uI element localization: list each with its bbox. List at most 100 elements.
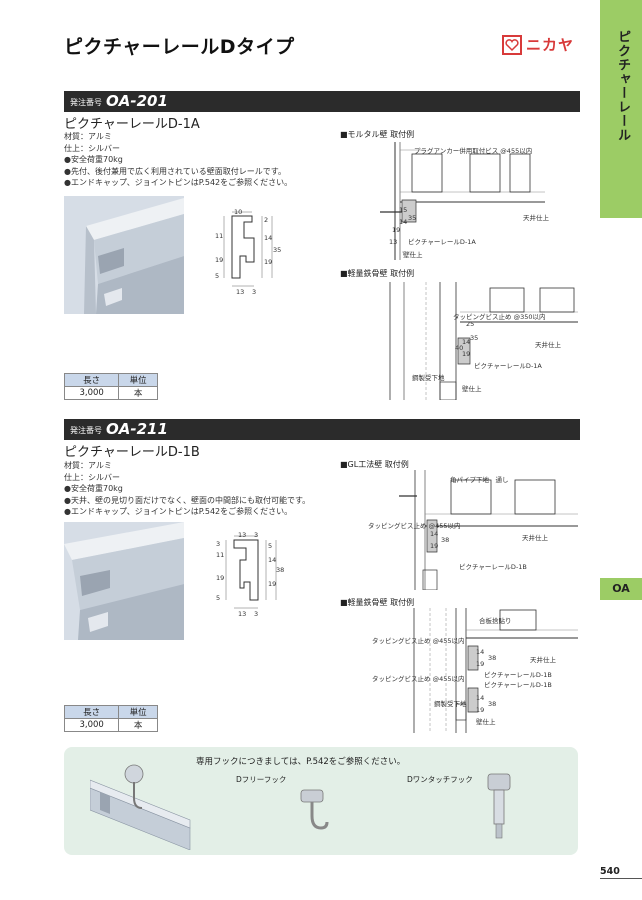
spec-line: ●安全荷重70kg [64,155,123,164]
dim-label: 38 [276,566,285,574]
brand-name: ニカヤ [526,36,575,54]
dim-label: 11 [215,232,224,240]
dim-label: 35 [273,246,282,254]
product-name: ピクチャーレールD-1A [64,117,200,132]
page-number-rule [600,878,642,879]
dim-label: 10 [234,208,243,216]
dim-label: 25 [466,320,475,328]
table-header: 単位 [118,705,158,719]
dim-label: 38 [488,700,497,708]
install-note: タッピングビス止め @455以内 [368,522,461,530]
spec-line: 材質：アルミ [64,461,112,470]
dim-label: 14 [268,556,277,564]
install-note: 角パイプ下地 通し [450,476,509,484]
dim-label: 38 [441,536,450,544]
dim-label: 14 [462,338,471,346]
dim-label: 19 [476,660,485,668]
dim-label: 3 [252,288,257,296]
dim-label: 19 [462,350,471,358]
dim-label: 19 [392,226,401,234]
install-title: ■モルタル壁 取付例 [340,130,415,139]
dim-label: 19 [216,574,225,582]
dim-label: 19 [264,258,273,266]
product-code: OA-201 [106,92,168,110]
dim-label: 40 [455,344,464,352]
dim-label: 3 [216,540,221,548]
install-note: 天井仕上 [535,341,561,349]
side-tab-oa[interactable]: OA [600,578,642,600]
spec-line: ●安全荷重70kg [64,484,123,493]
install-note: タッピングビス止め @350以内 [453,313,546,321]
install-note: 壁仕上 [403,251,423,259]
install-note: 鋼製受下地 [412,374,445,382]
hook-label-free: Dフリーフック [236,775,287,784]
product-photo [64,522,184,640]
install-note: 天井仕上 [522,534,548,542]
dim-label: 2 [264,216,269,224]
spec-line: ●エンドキャップ、ジョイントピンはP.542をご参照ください。 [64,507,293,516]
dim-label: 14 [476,694,485,702]
order-number-label: 発注番号 [70,426,102,435]
table-header: 単位 [118,373,158,387]
product-header-bar: 発注番号 OA-201 [64,91,580,112]
dim-label: 19 [430,542,439,550]
spec-line: 仕上：シルバー [64,472,120,482]
dim-label: 19 [268,580,277,588]
cross-section-drawing [223,211,273,287]
install-note: 天井仕上 [523,214,549,222]
dim-label: 14 [399,218,408,226]
spec-line: ●先付、後付兼用で広く利用されている壁面取付レールです。 [64,166,286,176]
product-name: ピクチャーレールD-1B [64,445,200,460]
one-touch-hook-icon [487,773,511,839]
dim-label: 5 [216,594,221,602]
install-note: ピクチャーレールD-1B [459,563,527,571]
dim-label: 13 [236,288,245,296]
install-diagram-gl [399,470,578,590]
dim-label: 14 [430,530,439,538]
install-note: 鋼製受下地 [434,700,467,708]
dim-label: 3 [254,531,259,539]
table-header: 長さ [63,373,120,387]
dim-label: 19 [215,256,224,264]
dim-label: 14 [476,648,485,656]
install-title: ■軽量鉄骨壁 取付例 [340,269,415,278]
table-cell: 3,000 [63,718,120,732]
product-code: OA-211 [106,420,168,438]
install-note: ピクチャーレールD-1B [484,671,552,679]
dim-label: 38 [488,654,497,662]
table-cell: 本 [118,386,158,400]
dim-label: 13 [238,610,247,618]
table-cell: 3,000 [63,386,120,400]
side-tab-category[interactable]: ピクチャーレール [600,0,642,218]
product-table: 長さ 単位 3,000 本 [63,705,158,732]
dim-label: 5 [268,542,273,550]
install-note: 天井仕上 [530,656,556,664]
install-note: 壁仕上 [476,718,496,726]
install-diagram-light-steel [389,282,578,400]
hook-note: 専用フックにつきましては、P.542をご参照ください。 [196,757,406,767]
product-table: 長さ 単位 3,000 本 [63,373,158,400]
page-title: ピクチャーレールDタイプ [64,36,295,58]
dim-label: 5 [215,272,220,280]
install-note: タッピングビス止め @455以内 [372,675,465,683]
product-specs: 材質：アルミ 仕上：シルバー ●安全荷重70kg ●先付、後付兼用で広く利用され… [64,131,292,189]
install-title: ■GL工法壁 取付例 [340,460,409,469]
install-note: ピクチャーレールD-1A [474,362,542,370]
install-title: ■軽量鉄骨壁 取付例 [340,598,415,607]
install-note: 合板捨貼り [479,617,512,625]
brand-logo: ニカヤ [502,34,574,55]
product-specs: 材質：アルミ 仕上：シルバー ●安全荷重70kg ●天井、壁の見切り面だけでなく… [64,460,310,518]
spec-line: 材質：アルミ [64,132,112,141]
rail-with-hook-image [90,764,191,850]
heart-logo-icon [502,34,522,55]
install-note: ピクチャーレールD-1B [484,681,552,689]
install-note: 壁仕上 [462,385,482,393]
install-note: タッピングビス止め @455以内 [372,637,465,645]
spec-line: 仕上：シルバー [64,143,120,153]
dim-label: 15 [399,206,408,214]
order-number-label: 発注番号 [70,98,102,107]
dim-label: 3 [254,610,259,618]
free-hook-icon [300,789,329,830]
dim-label: 35 [470,334,479,342]
hook-label-one-touch: Dワンタッチフック [407,775,473,784]
